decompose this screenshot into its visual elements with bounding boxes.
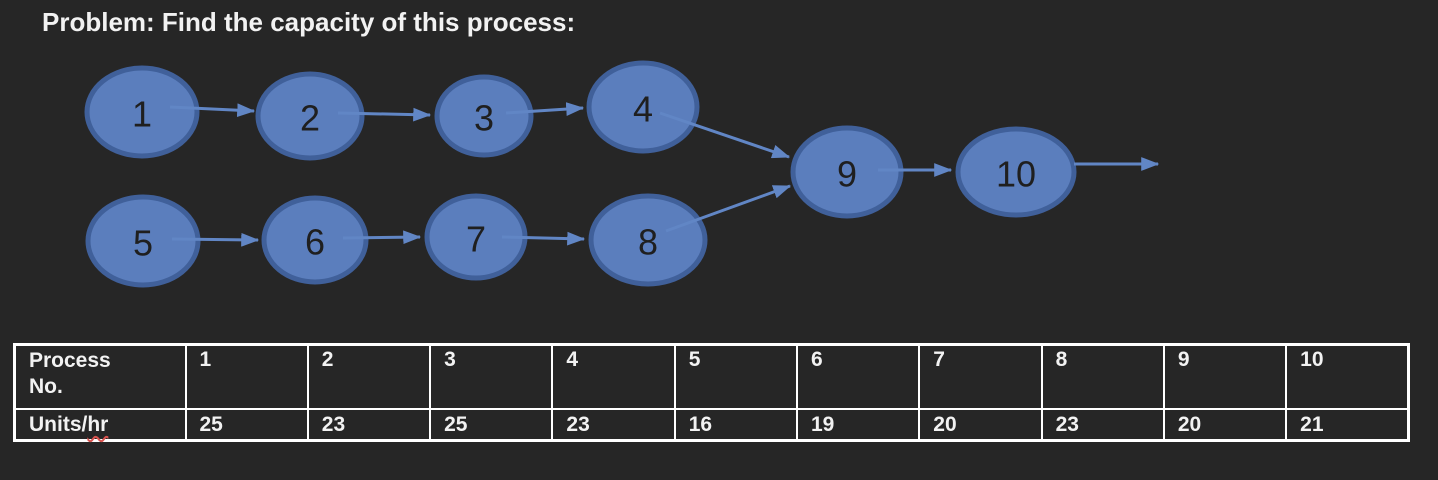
node-ellipse (586, 60, 700, 154)
units-value-cell: 23 (306, 408, 432, 442)
node-ellipse (84, 65, 200, 159)
units-value-cell: 25 (429, 408, 554, 442)
units-value-cell: 25 (184, 408, 309, 442)
node-ellipse (790, 125, 904, 219)
node-ellipse (85, 194, 201, 288)
edge-3-4 (505, 102, 585, 116)
units-value-cell: 16 (673, 408, 798, 442)
units-label-hr-misspelled: hr (87, 412, 109, 436)
process-number-cell: 2 (306, 343, 432, 410)
node-ellipse (261, 195, 369, 285)
edge-6-7 (342, 230, 422, 245)
node-label: 2 (300, 98, 320, 139)
process-number-cell: 3 (429, 343, 554, 410)
process-node-10 (955, 126, 1077, 218)
process-number-cell: 7 (918, 343, 1043, 410)
process-flow-diagram: 1 2 3 4 5 6 7 8 9 10 (84, 60, 1160, 288)
process-node-9 (790, 125, 904, 219)
edge-5-6 (171, 232, 260, 247)
process-no-header-cell: Process No. (13, 343, 187, 410)
units-value-cell: 23 (551, 408, 676, 442)
units-value-cell: 21 (1285, 408, 1410, 442)
process-number-cell: 8 (1040, 343, 1165, 410)
units-value-cell: 23 (1040, 408, 1165, 442)
node-ellipse (588, 193, 708, 287)
process-number-cell: 9 (1162, 343, 1288, 410)
table-row-process-no: Process No. 1 2 3 4 5 6 7 8 9 10 (13, 343, 1410, 410)
node-ellipse (255, 71, 365, 161)
edge-4-9 (659, 111, 791, 159)
node-label: 7 (466, 219, 486, 260)
units-value-cell: 19 (795, 408, 921, 442)
process-number-cell: 10 (1285, 343, 1410, 410)
node-label: 4 (633, 89, 653, 130)
page-title: Problem: Find the capacity of this proce… (42, 7, 576, 37)
node-label: 8 (638, 222, 658, 263)
node-label: 10 (996, 154, 1036, 195)
units-hr-header-cell: Units/hr (13, 408, 187, 442)
process-number-cell: 4 (551, 343, 676, 410)
node-label: 5 (133, 223, 153, 264)
node-label: 9 (837, 154, 857, 195)
process-no-label-line2: No. (29, 375, 63, 399)
process-node-4 (586, 60, 700, 154)
node-label: 1 (132, 94, 152, 135)
units-value-cell: 20 (918, 408, 1043, 442)
process-node-2 (255, 71, 365, 161)
process-node-6 (261, 195, 369, 285)
process-node-8 (588, 193, 708, 287)
units-label-prefix: Units/ (29, 412, 88, 436)
process-number-cell: 6 (795, 343, 921, 410)
process-node-5 (85, 194, 201, 288)
node-ellipse (434, 74, 534, 158)
node-label: 3 (474, 98, 494, 139)
process-node-1 (84, 65, 200, 159)
edge-1-2 (169, 103, 256, 118)
process-number-cell: 1 (184, 343, 309, 410)
edge-7-8 (501, 231, 586, 246)
units-value-cell: 20 (1162, 408, 1288, 442)
table-row-units-hr: Units/hr 25 23 25 23 16 19 20 23 20 21 (13, 408, 1410, 442)
process-no-label-line1: Process (29, 349, 111, 372)
capacity-table: Process No. 1 2 3 4 5 6 7 8 9 10 Units/h… (13, 343, 1410, 442)
process-number-cell: 5 (673, 343, 798, 410)
process-node-3 (434, 74, 534, 158)
node-label: 6 (305, 222, 325, 263)
node-ellipse (955, 126, 1077, 218)
edge-8-9 (665, 184, 792, 233)
edge-2-3 (337, 107, 432, 122)
